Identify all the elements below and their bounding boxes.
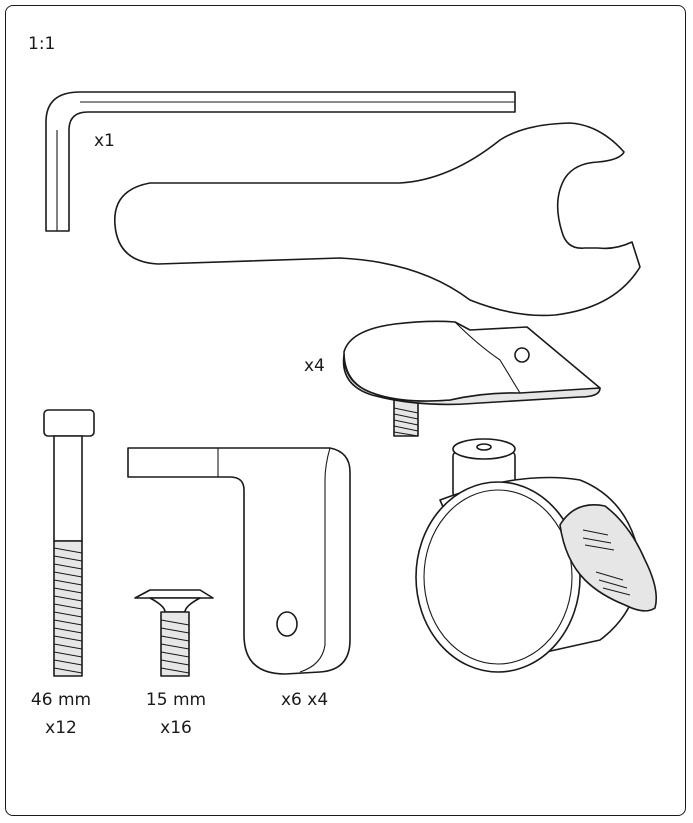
l-bracket-icon: [127, 447, 351, 675]
short-bolt-qty: x16: [160, 718, 192, 738]
wrench-icon: [114, 122, 641, 317]
caster-wheel-icon: [415, 438, 658, 673]
l-bracket-qty: x6 x4: [281, 690, 329, 710]
scale-label: 1:1: [28, 34, 56, 54]
long-bolt-length: 46 mm: [30, 690, 92, 710]
allen-key-qty: x1: [94, 131, 115, 151]
glide-foot-icon: [342, 320, 601, 437]
allen-key-icon: [45, 91, 516, 232]
short-bolt-length: 15 mm: [145, 690, 207, 710]
glide-foot-qty: x4: [304, 356, 325, 376]
long-bolt-icon: [43, 409, 95, 677]
short-bolt-icon: [134, 589, 214, 677]
long-bolt-qty: x12: [45, 718, 77, 738]
diagram-frame: [5, 5, 686, 816]
